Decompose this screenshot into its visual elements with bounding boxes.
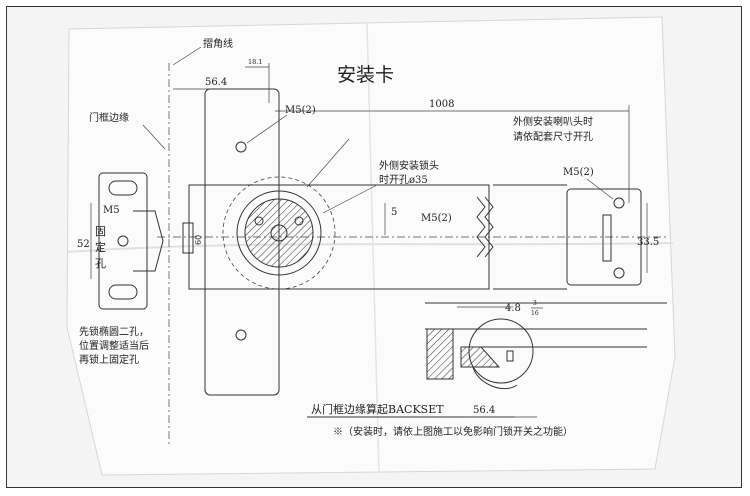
lock-bore-circle xyxy=(236,190,322,276)
dim-1008: 1008 xyxy=(429,99,454,110)
installation-template-drawing: 安装卡 摺角线 门框边缘 56.4 18.1 1008 M5(2) 60 外侧安… xyxy=(66,16,676,476)
paper-sheet xyxy=(66,16,676,476)
cylinder-hatched xyxy=(244,198,314,268)
dim-4-8: 4.8 xyxy=(505,303,521,314)
dim-5: 5 xyxy=(391,207,397,218)
outer-bore-circle xyxy=(222,176,336,290)
chamfer-line-label: 摺角线 xyxy=(203,37,233,50)
bore-leader xyxy=(306,138,350,188)
oval-note-3: 再锁上固定孔 xyxy=(79,353,139,366)
screw-hole-top xyxy=(235,141,247,153)
strike-plate xyxy=(566,188,642,286)
break-line xyxy=(476,196,486,258)
strike-latch-slot xyxy=(602,214,612,262)
paper-fold xyxy=(366,22,380,474)
dim-18-1: 18.1 xyxy=(248,58,262,66)
dim-52: 52 xyxy=(77,239,90,250)
screw-boss-right xyxy=(294,216,304,226)
door-frame-section xyxy=(426,328,454,380)
section-bore-circle xyxy=(468,318,534,384)
speaker-note-2: 请依配套尺寸开孔 xyxy=(513,130,593,143)
m5-top-label: M5(2) xyxy=(285,105,316,116)
dim-60: 60 xyxy=(194,235,203,245)
break-line xyxy=(484,196,494,258)
latch-cam xyxy=(472,366,518,390)
dim-33-5: 33.5 xyxy=(637,237,659,248)
fix-hole-label-2: 定 xyxy=(95,240,106,254)
lock-head-note-2: 时开孔ø35 xyxy=(379,174,428,186)
photo-frame: 安装卡 摺角线 门框边缘 56.4 18.1 1008 M5(2) 60 外侧安… xyxy=(6,6,742,488)
page-title: 安装卡 xyxy=(337,64,394,86)
side-fixing-plate xyxy=(98,172,148,310)
strike-screw-top xyxy=(613,197,625,209)
section-spindle xyxy=(506,350,514,362)
latch-bolt xyxy=(133,210,164,272)
fix-hole xyxy=(117,235,129,247)
dim-frac-den: 16 xyxy=(531,310,539,317)
door-frame-edge-label: 门框边缘 xyxy=(89,111,129,124)
height-marker xyxy=(182,222,194,254)
strike-screw-bottom xyxy=(613,267,625,279)
dim-56-4-top: 56.4 xyxy=(205,77,227,88)
dim-frac-num: 3 xyxy=(533,300,537,307)
dim-56-4-bottom: 56.4 xyxy=(473,405,495,416)
footnote: ※（安装时，请依上图施工以免影响门锁开关之功能） xyxy=(333,425,573,438)
m5-right-label: M5(2) xyxy=(563,167,594,178)
screw-hole-bottom xyxy=(235,329,247,341)
oval-hole-bottom xyxy=(108,284,138,300)
lock-head-note-1: 外侧安装锁头 xyxy=(379,159,439,172)
oval-hole-top xyxy=(108,180,138,196)
fix-hole-label-3: 孔 xyxy=(95,257,106,270)
door-frame-leader xyxy=(142,124,166,150)
fix-hole-label-1: 固 xyxy=(95,225,106,238)
m5-left-label: M5 xyxy=(103,205,120,216)
oval-note-1: 先锁椭圆二孔， xyxy=(79,325,149,338)
oval-note-2: 位置调整适当后 xyxy=(79,339,149,352)
backset-label: 从门框边缘算起BACKSET xyxy=(311,402,444,416)
speaker-note-1: 外侧安装喇叭头时 xyxy=(513,115,593,128)
m5-mid-label: M5(2) xyxy=(421,213,452,224)
m5-leader xyxy=(246,114,288,144)
spindle-hole xyxy=(270,224,288,242)
chamfer-leader xyxy=(172,46,202,66)
lock-head-leader xyxy=(322,184,378,214)
screw-boss-left xyxy=(254,216,264,226)
